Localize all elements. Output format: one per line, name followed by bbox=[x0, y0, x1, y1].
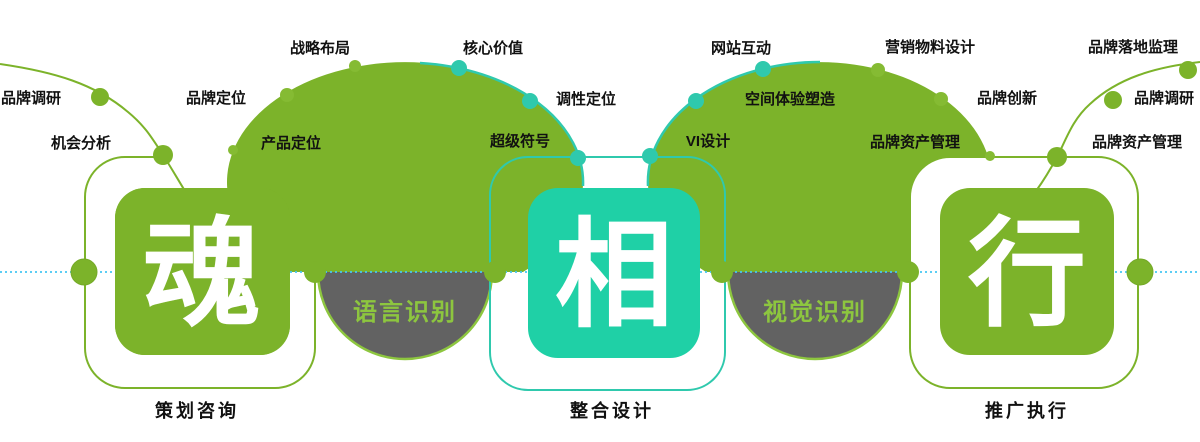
node-tone-positioning bbox=[522, 93, 538, 109]
node-core-value bbox=[451, 60, 467, 76]
node-marketing-materials bbox=[871, 63, 885, 77]
axis-dot-soul-right bbox=[304, 261, 326, 283]
label-core-value: 核心价值 bbox=[463, 39, 523, 57]
label-tone-positioning: 调性定位 bbox=[556, 90, 616, 108]
action-character: 行 bbox=[968, 210, 1086, 341]
language-identity-rim bbox=[316, 271, 494, 361]
label-strategic-layout: 战略布局 bbox=[290, 39, 350, 57]
axis-dot-far-right bbox=[1126, 258, 1154, 286]
label-brand-asset-right: 品牌资产管理 bbox=[1092, 133, 1182, 151]
label-vi-design: VI设计 bbox=[686, 132, 730, 150]
caption-planning-consulting: 策划咨询 bbox=[155, 400, 239, 421]
dome-right bbox=[648, 62, 992, 272]
caption-promotion-execution: 推广执行 bbox=[985, 400, 1069, 421]
label-brand-research-right: 品牌调研 bbox=[1134, 89, 1194, 107]
axis-dot-appearance-left bbox=[484, 261, 506, 283]
axis-dots bbox=[70, 258, 1154, 286]
label-brand-research-left: 品牌调研 bbox=[1, 89, 61, 107]
soul-character: 魂 bbox=[143, 210, 261, 341]
curve-dot-brand-research-right bbox=[1104, 91, 1122, 109]
node-vi-design bbox=[642, 148, 658, 164]
axis-dot-far-left bbox=[70, 258, 98, 286]
label-brand-positioning: 品牌定位 bbox=[186, 89, 246, 107]
label-marketing-materials: 营销物料设计 bbox=[885, 38, 975, 56]
entry-curve-left bbox=[0, 63, 186, 192]
green-node-dots bbox=[228, 60, 995, 161]
teal-node-dots bbox=[451, 60, 771, 166]
exit-curve-right bbox=[1035, 61, 1200, 192]
label-opportunity-analysis: 机会分析 bbox=[51, 134, 111, 152]
node-super-symbol bbox=[570, 150, 586, 166]
node-space-experience bbox=[688, 93, 704, 109]
curve-dot-brand-research-left bbox=[91, 88, 109, 106]
language-identity-circle bbox=[318, 272, 492, 359]
curve-dot-opportunity bbox=[153, 145, 173, 165]
node-brand-positioning bbox=[280, 88, 294, 102]
node-brand-innovation bbox=[934, 92, 948, 106]
visual-identity-rim bbox=[726, 271, 904, 361]
caption-integrated-design: 整合设计 bbox=[569, 400, 654, 421]
label-product-positioning: 产品定位 bbox=[261, 134, 321, 152]
label-brand-landing: 品牌落地监理 bbox=[1088, 38, 1178, 56]
label-space-experience: 空间体验塑造 bbox=[745, 90, 835, 108]
label-brand-asset-left: 品牌资产管理 bbox=[870, 133, 960, 151]
label-language-identity: 语言识别 bbox=[353, 298, 457, 326]
appearance-character: 相 bbox=[555, 211, 673, 342]
curve-dot-asset-right bbox=[1047, 147, 1067, 167]
axis-dot-appearance-right bbox=[711, 261, 733, 283]
dome-left bbox=[227, 62, 584, 272]
label-website-interaction: 网站互动 bbox=[711, 39, 771, 57]
curve-dot-landing bbox=[1179, 61, 1197, 79]
label-visual-identity: 视觉识别 bbox=[763, 299, 867, 326]
label-brand-innovation: 品牌创新 bbox=[977, 89, 1037, 107]
action-box bbox=[940, 188, 1114, 355]
node-strategic-layout bbox=[349, 60, 361, 72]
label-super-symbol: 超级符号 bbox=[489, 132, 550, 150]
node-website-interaction bbox=[755, 61, 771, 77]
appearance-box bbox=[528, 188, 700, 358]
node-nub-left bbox=[228, 145, 238, 155]
axis-dot-action-left bbox=[897, 261, 919, 283]
node-nub-right bbox=[985, 151, 995, 161]
visual-identity-circle bbox=[728, 272, 902, 359]
soul-box-top bbox=[115, 188, 290, 355]
